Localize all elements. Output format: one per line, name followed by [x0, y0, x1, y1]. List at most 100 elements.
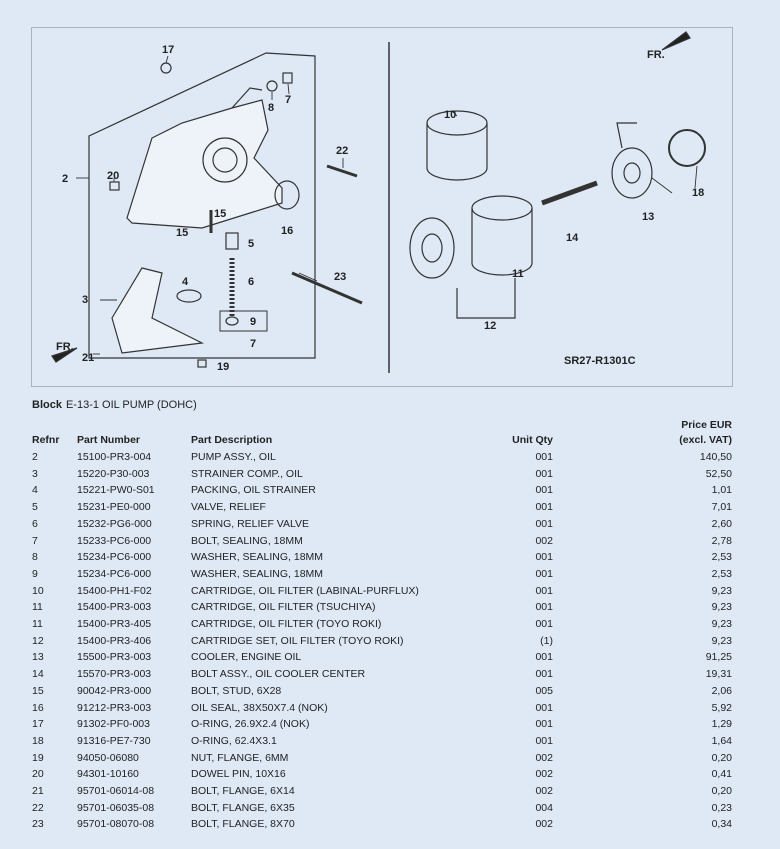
cell-refnr: 20 — [32, 768, 44, 781]
cell-price: 19,31 — [705, 668, 732, 681]
cell-refnr: 9 — [32, 567, 38, 580]
cell-unit-qty: 001 — [535, 701, 553, 714]
callout-22: 22 — [336, 145, 348, 157]
cell-refnr: 23 — [32, 818, 44, 831]
cell-unit-qty: 002 — [535, 785, 553, 797]
front-label-left: FR. — [56, 341, 74, 353]
oil-pump-body — [126, 87, 283, 229]
cell-unit-qty: 002 — [535, 751, 553, 764]
callout-20: 20 — [107, 170, 119, 182]
cell-part-description: CARTRIDGE SET, OIL FILTER (TOYO ROKI) — [191, 634, 404, 647]
cell-refnr: 2 — [32, 451, 38, 463]
oil-seal-16 — [274, 180, 300, 210]
cell-part-description: PACKING, OIL STRAINER — [191, 484, 316, 497]
cell-part-number: 91212-PR3-003 — [77, 701, 152, 714]
cell-part-description: SPRING, RELIEF VALVE — [191, 517, 310, 530]
oil-filter-set-12 — [409, 217, 516, 319]
callout-11: 11 — [512, 268, 524, 280]
callout-7: 7 — [285, 94, 291, 106]
cell-part-number: 15231-PE0-000 — [77, 501, 151, 514]
callout-2: 2 — [62, 173, 68, 185]
cell-refnr: 5 — [32, 501, 38, 514]
cell-part-description: BOLT ASSY., OIL COOLER CENTER — [191, 668, 366, 681]
dowel-pin-20 — [109, 181, 120, 191]
pump-assy-bracket — [88, 52, 316, 359]
callout-13: 13 — [642, 211, 654, 223]
cell-part-description: BOLT, FLANGE, 6X14 — [191, 785, 295, 797]
cell-part-description: O-RING, 26.9X2.4 (NOK) — [191, 718, 310, 731]
cell-price: 9,23 — [711, 618, 732, 630]
cell-price: 0,20 — [711, 785, 732, 797]
block-label: Block — [32, 399, 62, 411]
cell-unit-qty: (1) — [540, 634, 553, 647]
parts-diagram: 17 8 7 22 2 20 15 15 16 5 4 6 23 3 9 7 2… — [31, 27, 733, 387]
callout-15b: 15 — [176, 227, 188, 239]
oil-cooler-13 — [611, 122, 653, 199]
cell-refnr: 16 — [32, 701, 44, 714]
cell-part-number: 15400-PH1-F02 — [77, 584, 152, 597]
cell-price: 91,25 — [705, 651, 732, 664]
callout-4: 4 — [182, 276, 189, 288]
front-label-right: FR. — [647, 49, 665, 61]
cell-part-description: BOLT, SEALING, 18MM — [191, 534, 303, 547]
cell-part-number: 91316-PE7-730 — [77, 734, 151, 747]
washer-box-9 — [219, 310, 268, 332]
callout-8: 8 — [268, 102, 274, 114]
cell-refnr: 22 — [32, 801, 44, 814]
cell-part-number: 15221-PW0-S01 — [77, 484, 155, 497]
cell-part-number: 94301-10160 — [77, 768, 139, 781]
cell-part-description: CARTRIDGE, OIL FILTER (LABINAL-PURFLUX) — [191, 584, 419, 597]
cell-part-description: BOLT, FLANGE, 8X70 — [191, 818, 295, 831]
cell-unit-qty: 001 — [535, 451, 553, 463]
cell-unit-qty: 001 — [535, 584, 553, 597]
cell-part-description: STRAINER COMP., OIL — [191, 467, 303, 480]
callout-3: 3 — [82, 294, 88, 306]
cell-price: 1,64 — [711, 734, 732, 747]
cell-price: 2,53 — [711, 551, 732, 564]
o-ring-17 — [160, 62, 172, 74]
header-refnr: Refnr — [32, 434, 60, 446]
cell-refnr: 8 — [32, 551, 38, 564]
cell-part-description: CARTRIDGE, OIL FILTER (TOYO ROKI) — [191, 618, 382, 630]
cell-part-number: 95701-06014-08 — [77, 785, 155, 797]
cell-part-number: 90042-PR3-000 — [77, 684, 152, 697]
oil-filter-10 — [426, 110, 488, 181]
cell-price: 0,34 — [711, 818, 732, 831]
header-price-vat: (excl. VAT) — [679, 434, 732, 446]
cell-refnr: 13 — [32, 651, 44, 664]
cell-part-description: DOWEL PIN, 10X16 — [191, 768, 286, 781]
callout-10: 10 — [444, 109, 456, 121]
cell-price: 0,20 — [711, 751, 732, 764]
cell-part-description: VALVE, RELIEF — [191, 501, 266, 514]
cell-part-number: 15100-PR3-004 — [77, 451, 152, 463]
diagram-code: SR27-R1301C — [564, 355, 636, 367]
cell-part-number: 15233-PC6-000 — [77, 534, 152, 547]
cell-part-description: O-RING, 62.4X3.1 — [191, 734, 277, 747]
cell-part-number: 15220-P30-003 — [77, 467, 150, 480]
cell-part-number: 15400-PR3-405 — [77, 618, 152, 630]
cell-part-description: NUT, FLANGE, 6MM — [191, 751, 289, 764]
cell-part-number: 91302-PF0-003 — [77, 718, 150, 731]
cell-part-description: OIL SEAL, 38X50X7.4 (NOK) — [191, 701, 328, 714]
cell-refnr: 7 — [32, 534, 38, 547]
callout-14: 14 — [566, 232, 579, 244]
bolt-23 — [291, 271, 363, 305]
cell-refnr: 12 — [32, 634, 44, 647]
cell-price: 2,78 — [711, 534, 732, 547]
callout-17: 17 — [162, 44, 174, 56]
cell-unit-qty: 001 — [535, 501, 553, 514]
cell-part-number: 15500-PR3-003 — [77, 651, 152, 664]
cell-part-description: WASHER, SEALING, 18MM — [191, 567, 324, 580]
cell-price: 9,23 — [711, 634, 732, 647]
